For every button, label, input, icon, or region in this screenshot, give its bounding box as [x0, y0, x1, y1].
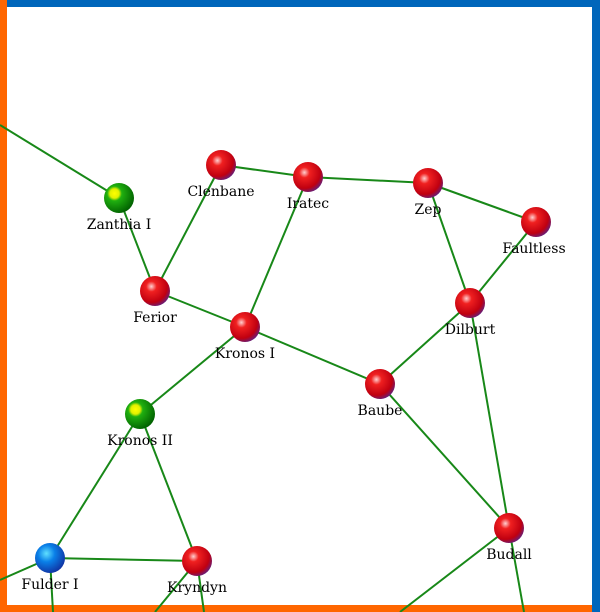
system-ferior[interactable]: Ferior	[133, 276, 177, 326]
system-label: Zep	[415, 202, 442, 218]
hyperlane	[139, 413, 198, 562]
planet-icon[interactable]	[230, 312, 260, 342]
planet-icon[interactable]	[125, 399, 155, 429]
system-label: Kryndyn	[167, 580, 227, 596]
map-border-bottom	[0, 605, 592, 612]
system-label: Budall	[486, 547, 532, 563]
system-baube[interactable]: Baube	[358, 369, 403, 419]
planet-icon[interactable]	[35, 543, 65, 573]
planet-icon[interactable]	[494, 513, 524, 543]
system-label: Clenbane	[187, 184, 254, 200]
hyperlane	[379, 302, 471, 385]
hyperlane	[399, 527, 510, 612]
system-label: Zanthia I	[87, 217, 152, 233]
system-iratec[interactable]: Iratec	[287, 162, 329, 212]
system-label: Ferior	[133, 310, 177, 326]
planet-icon[interactable]	[521, 207, 551, 237]
planet-icon[interactable]	[140, 276, 170, 306]
hyperlane	[154, 164, 222, 292]
map-border-left	[0, 0, 7, 612]
hyperlane	[307, 176, 429, 184]
planet-icon[interactable]	[182, 546, 212, 576]
map-border-top	[0, 0, 600, 7]
system-label: Dilburt	[445, 322, 496, 338]
system-fulder-i[interactable]: Fulder I	[21, 543, 79, 593]
hyperlane	[427, 182, 537, 223]
system-label: Iratec	[287, 196, 329, 212]
system-dilburt[interactable]: Dilburt	[445, 288, 496, 338]
planet-icon[interactable]	[455, 288, 485, 318]
system-clenbane[interactable]: Clenbane	[187, 150, 255, 200]
hyperlanes	[0, 124, 537, 612]
hyperlane	[244, 176, 309, 328]
system-label: Kronos I	[215, 346, 275, 362]
planet-icon[interactable]	[293, 162, 323, 192]
system-budall[interactable]: Budall	[486, 513, 532, 563]
system-zanthia-i[interactable]: Zanthia I	[87, 183, 152, 233]
hyperlane	[49, 557, 198, 562]
hyperlane	[244, 326, 381, 385]
system-label: Faultless	[502, 241, 565, 257]
system-zep[interactable]: Zep	[413, 168, 443, 218]
map-border-right	[592, 0, 600, 612]
hyperlane	[49, 413, 141, 559]
hyperlane	[139, 326, 246, 415]
system-label: Baube	[358, 403, 403, 419]
planet-icon[interactable]	[104, 183, 134, 213]
system-kronos-i[interactable]: Kronos I	[215, 312, 275, 362]
planet-icon[interactable]	[365, 369, 395, 399]
hyperlane	[469, 221, 537, 304]
system-label: Kronos II	[107, 433, 173, 449]
hyperlane	[118, 197, 156, 292]
hyperlane	[469, 302, 510, 529]
system-faultless[interactable]: Faultless	[502, 207, 566, 257]
system-kryndyn[interactable]: Kryndyn	[167, 546, 227, 596]
hyperlane	[154, 290, 246, 328]
planet-icon[interactable]	[413, 168, 443, 198]
hyperlane	[379, 383, 510, 529]
system-kronos-ii[interactable]: Kronos II	[107, 399, 173, 449]
hyperlane	[0, 124, 120, 199]
system-label: Fulder I	[21, 577, 78, 593]
hyperlane	[427, 182, 471, 304]
planet-icon[interactable]	[206, 150, 236, 180]
